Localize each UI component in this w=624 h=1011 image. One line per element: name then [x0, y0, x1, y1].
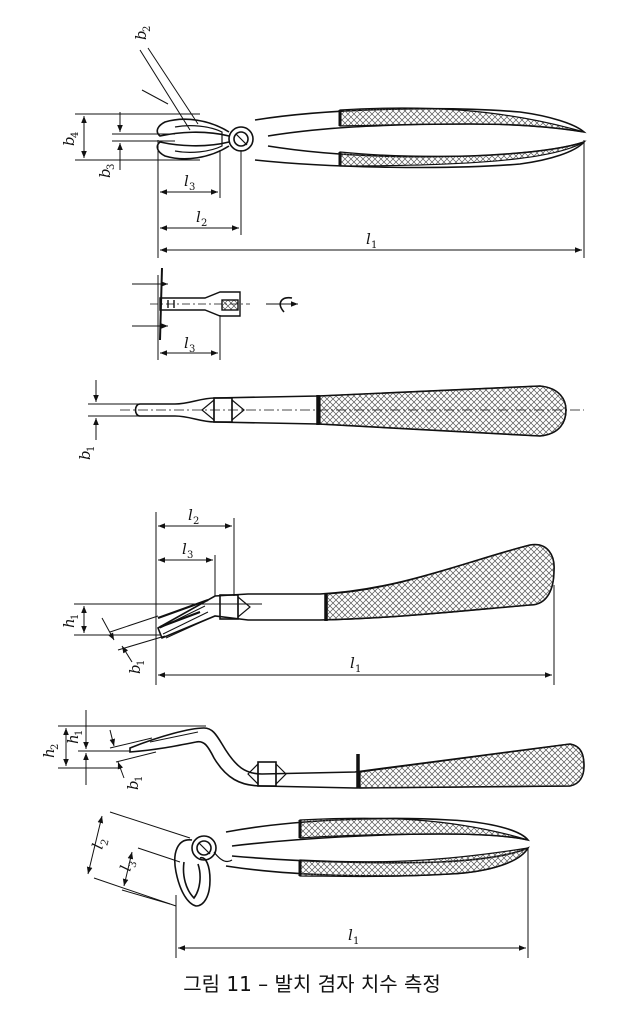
svg-text:3: 3 — [127, 860, 139, 869]
svg-text:2: 2 — [99, 838, 111, 847]
jaw-section-view — [132, 267, 298, 360]
svg-text:b: b — [76, 450, 94, 460]
svg-text:l: l — [366, 230, 371, 248]
svg-text:l: l — [348, 926, 353, 944]
svg-text:1: 1 — [353, 936, 359, 947]
svg-text:l: l — [116, 864, 135, 873]
svg-text:h: h — [64, 734, 82, 744]
figure-caption: 그림 11 – 발치 겸자 치수 측정 — [183, 972, 441, 996]
svg-text:h: h — [60, 618, 78, 628]
svg-text:b: b — [60, 136, 78, 146]
svg-text:1: 1 — [136, 660, 147, 666]
svg-text:l: l — [184, 172, 189, 190]
svg-text:2: 2 — [201, 218, 207, 229]
svg-text:1: 1 — [371, 240, 377, 251]
svg-text:3: 3 — [189, 182, 195, 193]
svg-text:3: 3 — [187, 550, 193, 561]
svg-text:4: 4 — [70, 132, 81, 138]
forceps-angled-dimensions — [74, 512, 555, 685]
label-h1-angled: h1 — [60, 614, 81, 628]
svg-text:1: 1 — [74, 730, 85, 736]
label-l3-open: l3 — [116, 860, 139, 873]
label-h2-bent: h2 — [40, 744, 61, 758]
svg-text:3: 3 — [106, 164, 117, 170]
svg-text:l: l — [184, 334, 189, 352]
label-b3: b3 — [96, 164, 117, 178]
svg-text:l: l — [188, 506, 193, 524]
label-l2-open: l2 — [88, 838, 111, 851]
forceps-top-view — [156, 107, 587, 169]
svg-text:b: b — [124, 780, 142, 790]
svg-text:b: b — [132, 30, 150, 40]
forceps-bent-view — [129, 727, 585, 789]
forceps-angled-view — [156, 543, 555, 640]
forceps-open-dimensions — [86, 811, 529, 958]
label-b1-bent: b1 — [124, 776, 145, 790]
svg-text:b: b — [96, 168, 114, 178]
svg-text:l: l — [88, 842, 107, 851]
svg-text:1: 1 — [86, 446, 97, 452]
svg-text:2: 2 — [142, 26, 153, 32]
svg-text:l: l — [196, 208, 201, 226]
svg-text:b: b — [126, 664, 144, 674]
svg-text:1: 1 — [355, 664, 361, 675]
forceps-side-view — [88, 380, 584, 440]
label-b1-angled: b1 — [126, 660, 147, 674]
label-h1-bent: h1 — [64, 730, 85, 744]
svg-text:3: 3 — [189, 344, 195, 355]
forceps-bent-dimensions — [58, 710, 206, 785]
label-b1: b1 — [76, 446, 97, 460]
forceps-top-dimensions — [75, 47, 585, 258]
label-b4: b4 — [60, 132, 81, 146]
forceps-open-view — [174, 817, 531, 907]
svg-text:l: l — [182, 540, 187, 558]
label-b2: b2 — [132, 26, 153, 40]
svg-text:2: 2 — [193, 516, 199, 527]
svg-text:h: h — [40, 748, 58, 758]
svg-text:2: 2 — [50, 744, 61, 750]
svg-text:l: l — [350, 654, 355, 672]
svg-text:1: 1 — [134, 776, 145, 782]
svg-text:1: 1 — [70, 614, 81, 620]
